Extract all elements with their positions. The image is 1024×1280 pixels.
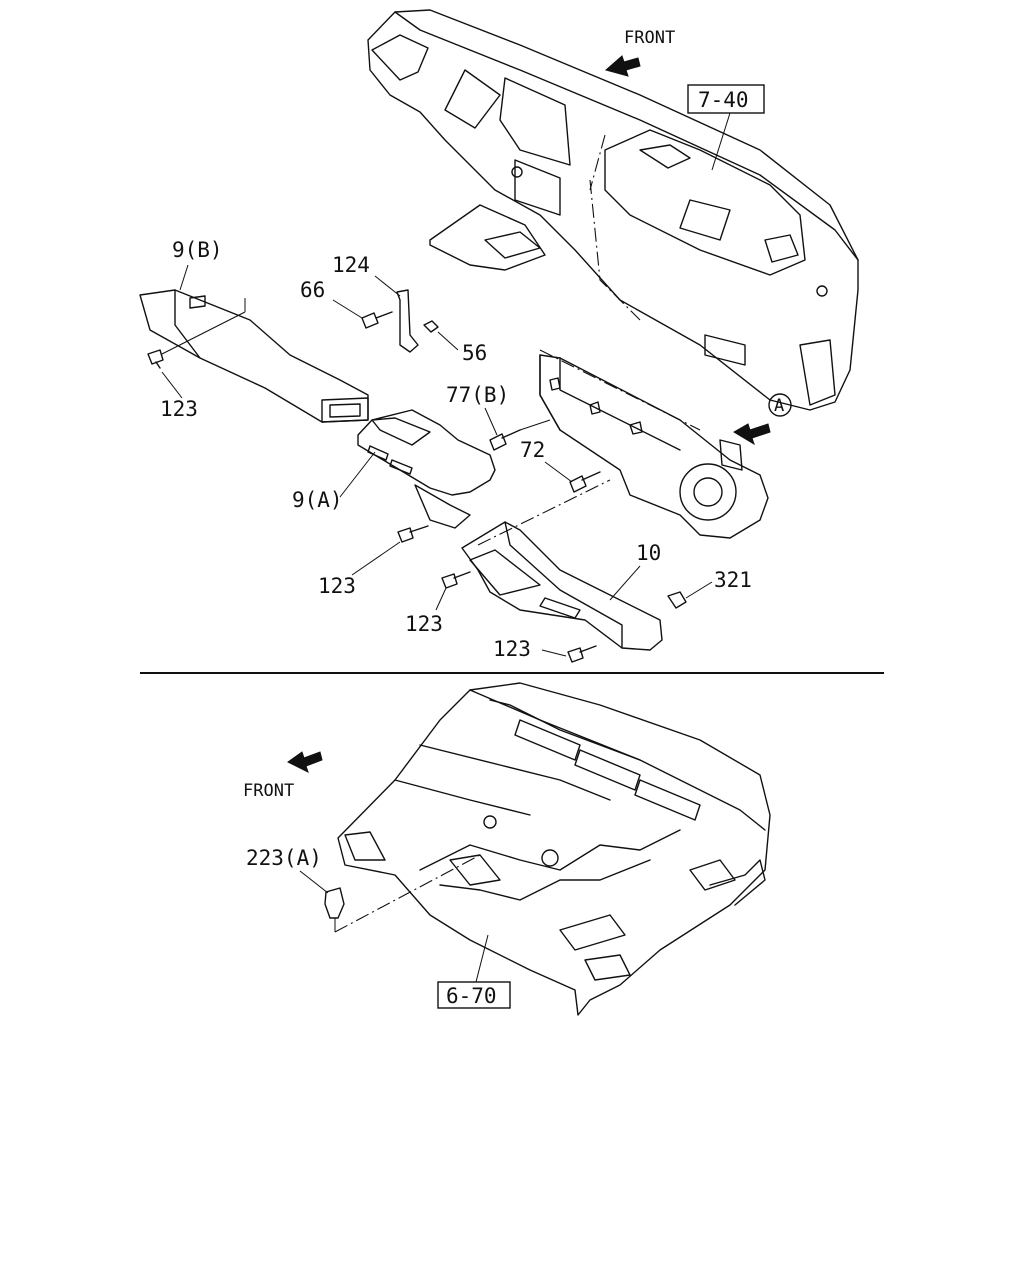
view-marker-a: A: [733, 393, 792, 446]
svg-text:A: A: [774, 396, 784, 416]
svg-text:7-40: 7-40: [698, 88, 749, 112]
front-arrow-bottom: FRONT: [243, 751, 323, 801]
duct-9a: 9(A): [292, 409, 496, 529]
dashboard-assembly: [367, 9, 859, 411]
callout-124: 124: [332, 253, 370, 277]
heater-unit: [539, 349, 769, 539]
ref-box-6-70[interactable]: 6-70: [437, 934, 511, 1009]
bracket-124: 124: [332, 253, 419, 353]
front-arrow-top: FRONT: [604, 28, 675, 77]
callout-10: 10: [636, 541, 661, 565]
bolt-72: 72: [520, 438, 601, 493]
callout-123-left: 123: [160, 397, 198, 421]
bolt-66: 66: [300, 278, 393, 329]
clip-223a: 223(A): [246, 846, 481, 933]
callout-223a: 223(A): [246, 846, 322, 870]
duct-9b: 9(B): [139, 238, 369, 423]
screw-123-bottom: 123: [493, 637, 597, 663]
callout-72: 72: [520, 438, 545, 462]
callout-123-mid: 123: [318, 574, 356, 598]
floor-panel: [337, 682, 771, 1016]
screw-123-mid: 123: [318, 525, 429, 598]
screw-123-left: 123: [147, 349, 198, 421]
callout-66: 66: [300, 278, 325, 302]
callout-9a: 9(A): [292, 488, 343, 512]
svg-text:6-70: 6-70: [446, 984, 497, 1008]
front-label-top: FRONT: [624, 28, 675, 48]
callout-123-low: 123: [405, 612, 443, 636]
bolt-77b: 77(B): [446, 383, 551, 451]
ref-box-7-40[interactable]: 7-40: [687, 84, 765, 171]
callout-77b: 77(B): [446, 383, 509, 407]
callout-9b: 9(B): [172, 238, 223, 262]
callout-56: 56: [462, 341, 487, 365]
callout-123-bottom: 123: [493, 637, 531, 661]
nut-56: 56: [423, 320, 487, 365]
callout-321: 321: [714, 568, 752, 592]
clip-321: 321: [667, 568, 752, 609]
front-label-bottom: FRONT: [243, 781, 294, 801]
screw-123-low: 123: [405, 571, 471, 636]
duct-10: 10: [461, 479, 663, 651]
